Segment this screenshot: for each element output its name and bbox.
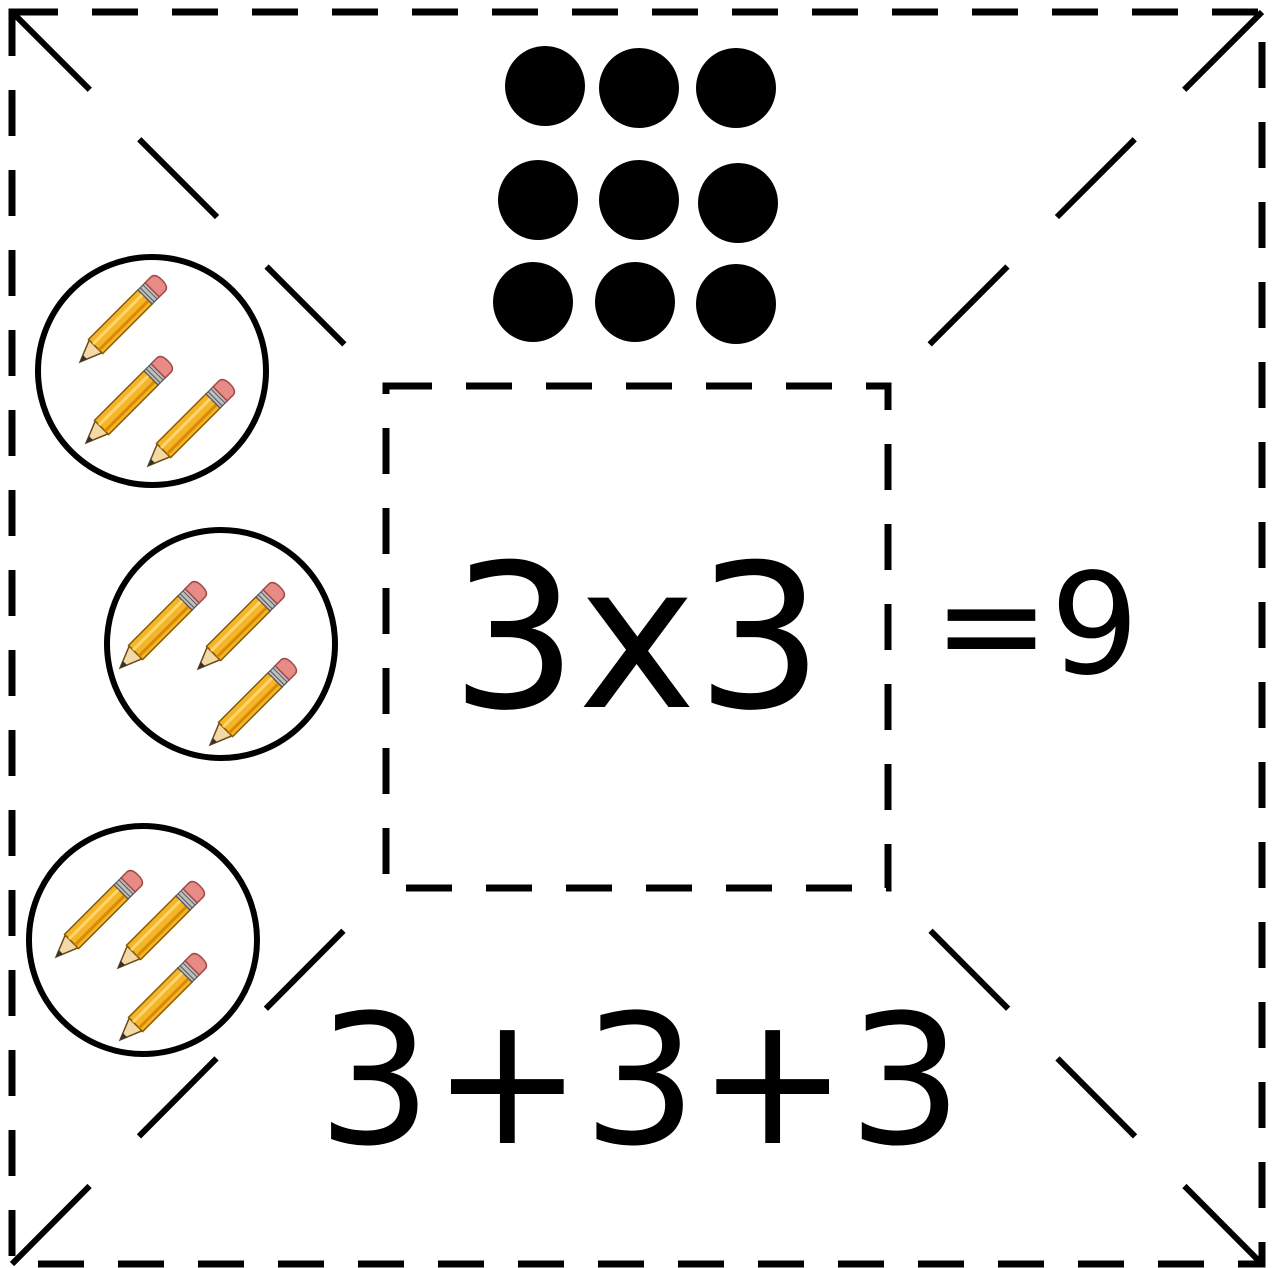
- dot-array: [493, 46, 778, 344]
- dot: [498, 160, 578, 240]
- sum-expression: 3+3+3: [317, 977, 962, 1186]
- connector-bottom-right: [885, 885, 1265, 1267]
- inner-frame: [382, 382, 892, 892]
- pencil-group: [104, 527, 338, 761]
- dot: [698, 163, 778, 243]
- dot: [599, 48, 679, 128]
- pencil-group: [26, 823, 260, 1057]
- product-expression: 3x3: [451, 522, 824, 755]
- connector-top-left: [9, 9, 389, 389]
- outer-frame: [8, 8, 1266, 1268]
- dot: [696, 48, 776, 128]
- result-expression: =9: [933, 544, 1139, 707]
- corner-connectors: [9, 9, 1265, 1267]
- connector-bottom-left: [9, 885, 389, 1267]
- dot: [505, 46, 585, 126]
- connector-top-right: [885, 9, 1265, 389]
- dot: [595, 262, 675, 342]
- dot: [599, 160, 679, 240]
- pencil-group: [35, 254, 269, 488]
- dot: [493, 262, 573, 342]
- dot: [696, 264, 776, 344]
- pencil-groups: [26, 254, 338, 1057]
